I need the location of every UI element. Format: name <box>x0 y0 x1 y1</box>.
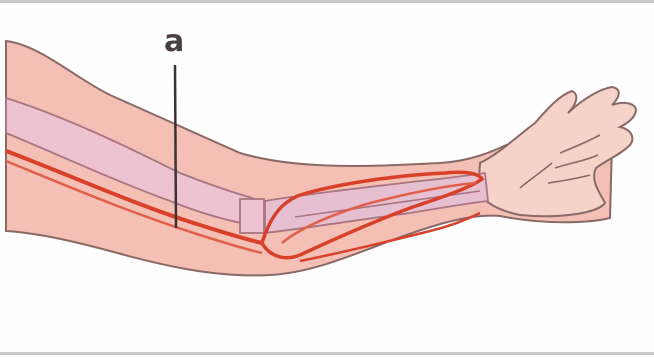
hand-skin <box>478 87 636 216</box>
pointer-line <box>175 65 176 228</box>
elbow-joint <box>240 199 264 233</box>
label-a: a <box>164 27 184 57</box>
arm-illustration <box>0 3 654 358</box>
